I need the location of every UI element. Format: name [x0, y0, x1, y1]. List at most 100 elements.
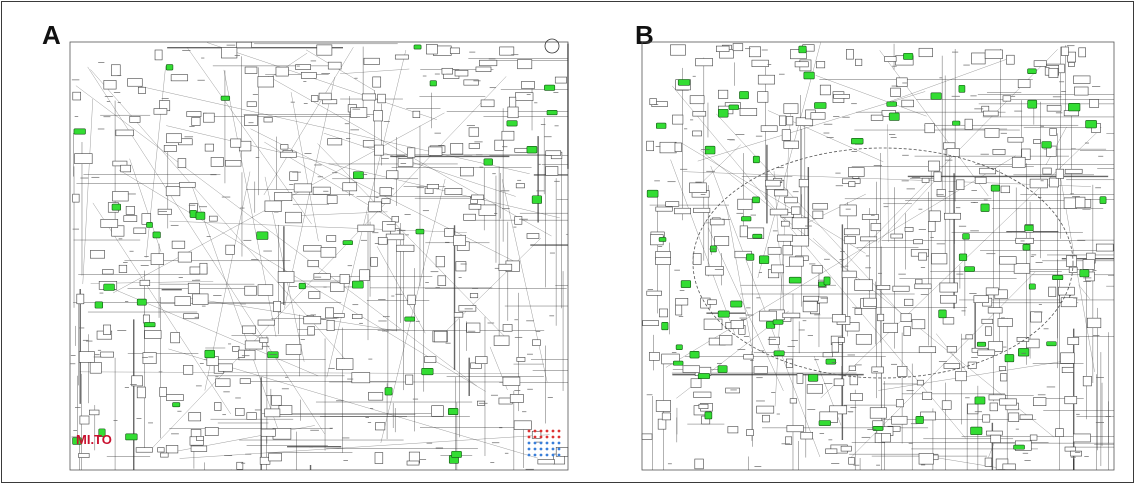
highlighted-node — [886, 101, 897, 107]
node-box — [756, 405, 775, 414]
node-box — [326, 235, 337, 242]
node-box — [714, 236, 730, 246]
highlighted-node — [73, 128, 86, 135]
edge-line — [376, 246, 426, 334]
node-box — [992, 148, 1006, 155]
highlighted-node — [958, 84, 966, 93]
node-box — [514, 216, 523, 225]
node-box — [904, 298, 914, 306]
node-box — [478, 204, 497, 216]
node-box — [998, 366, 1006, 371]
panel-b-label: B — [635, 20, 654, 50]
node-box — [883, 322, 898, 333]
edge-line — [75, 85, 477, 387]
node-box — [914, 283, 932, 290]
node-box — [695, 58, 713, 67]
node-box — [786, 425, 804, 433]
node-box — [166, 394, 184, 401]
node-box — [803, 295, 819, 302]
highlighted-node — [903, 52, 914, 60]
node-box — [933, 171, 942, 182]
node-box — [507, 106, 519, 119]
node-box — [471, 194, 484, 200]
node-box — [848, 167, 865, 177]
highlighted-node — [825, 358, 837, 365]
legend-dot — [533, 435, 537, 439]
node-box — [690, 378, 702, 388]
node-box — [381, 198, 391, 204]
node-box — [1095, 243, 1114, 252]
highlighted-node — [451, 450, 462, 458]
node-box — [689, 182, 707, 193]
node-box — [831, 314, 846, 323]
highlighted-node — [938, 309, 947, 319]
node-box — [261, 428, 276, 437]
highlighted-node — [958, 253, 968, 261]
node-box — [988, 394, 1006, 401]
node-box — [244, 285, 257, 296]
node-box — [642, 320, 659, 326]
node-box — [964, 118, 973, 130]
node-box — [1026, 338, 1040, 349]
legend-dot — [539, 435, 543, 439]
node-box — [646, 140, 654, 152]
node-box — [235, 408, 245, 416]
node-box — [811, 265, 823, 274]
node-box — [751, 59, 769, 67]
node-box — [350, 107, 368, 118]
edge-line — [150, 76, 507, 450]
highlighted-node — [1046, 341, 1057, 347]
node-box — [855, 58, 863, 66]
node-box — [1089, 99, 1100, 108]
node-box — [293, 183, 313, 193]
node-box — [154, 49, 163, 61]
node-box — [659, 308, 668, 318]
node-box — [732, 43, 744, 52]
node-box — [786, 358, 793, 368]
node-box — [825, 448, 838, 454]
node-box — [1073, 75, 1091, 84]
node-box — [301, 72, 317, 79]
highlighted-node — [544, 84, 556, 91]
node-box — [215, 378, 231, 387]
edge-line — [988, 439, 996, 458]
node-box — [1033, 60, 1047, 67]
highlighted-node — [962, 233, 970, 240]
node-box — [214, 402, 222, 411]
legend-dot — [545, 447, 549, 451]
node-box — [372, 76, 382, 88]
node-box — [441, 67, 453, 75]
highlighted-node — [220, 95, 231, 101]
highlighted-node — [773, 350, 785, 356]
node-box — [999, 256, 1017, 265]
node-box — [502, 324, 513, 332]
highlighted-node — [976, 341, 987, 347]
node-box — [521, 81, 535, 89]
node-box — [230, 138, 242, 148]
node-box — [1033, 139, 1041, 144]
diagram-border — [641, 41, 1115, 471]
highlighted-node — [673, 360, 684, 366]
node-box — [1000, 373, 1008, 382]
node-box — [848, 365, 856, 371]
node-box — [115, 129, 134, 137]
node-box — [466, 322, 481, 333]
node-box — [986, 430, 1003, 436]
node-box — [1055, 428, 1064, 437]
node-box — [280, 151, 297, 158]
edge-line — [326, 49, 407, 378]
node-box — [840, 445, 852, 452]
node-box — [854, 279, 873, 291]
node-box — [412, 110, 421, 118]
node-box — [1002, 95, 1012, 102]
node-box — [977, 349, 996, 356]
node-box — [460, 167, 474, 177]
highlighted-node — [717, 365, 728, 373]
node-box — [916, 379, 924, 386]
node-box — [790, 49, 807, 60]
highlighted-node — [483, 158, 493, 166]
highlighted-node — [746, 253, 755, 261]
node-box — [494, 139, 504, 151]
node-box — [377, 237, 388, 245]
node-box — [1046, 105, 1062, 112]
